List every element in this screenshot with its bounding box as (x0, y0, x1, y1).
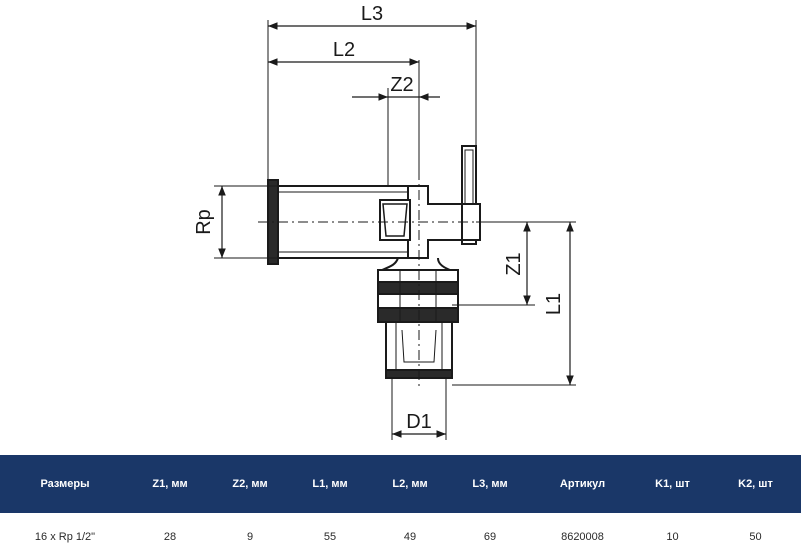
cell-article: 8620008 (561, 530, 604, 543)
header-z2: Z2, мм (232, 478, 268, 490)
header-l2: L2, мм (392, 478, 428, 490)
cell-z1: 28 (163, 530, 177, 543)
cell-k1: 10 (666, 530, 679, 543)
header-l1: L1, мм (312, 478, 348, 490)
dim-label-z2: Z2 (390, 74, 413, 96)
dim-label-l3: L3 (361, 3, 383, 25)
dim-label-d1: D1 (406, 411, 432, 433)
cell-l2: 49 (403, 530, 417, 543)
table-header-row: Размеры Z1, мм Z2, мм L1, мм L2, мм L3, … (0, 455, 801, 513)
cell-z2: 9 (246, 530, 254, 543)
dim-label-l2: L2 (333, 39, 355, 61)
header-z1: Z1, мм (152, 478, 188, 490)
header-k1: K1, шт (655, 478, 690, 490)
cell-size: 16 x Rp 1/2" (34, 530, 96, 543)
header-k2: K2, шт (738, 478, 773, 490)
dimension-lines (218, 22, 574, 438)
cell-k2: 50 (749, 530, 762, 543)
dim-label-rp: Rp (193, 209, 215, 235)
dim-label-z1: Z1 (503, 252, 525, 275)
dim-label-l1: L1 (543, 293, 565, 315)
header-sizes: Размеры (40, 478, 90, 490)
technical-drawing: L3 L2 Z2 Rp Z1 L1 D1 (193, 3, 576, 440)
header-article: Артикул (559, 478, 606, 490)
header-l3: L3, мм (472, 478, 508, 490)
cell-l1: 55 (323, 530, 337, 543)
cell-l3: 69 (483, 530, 497, 543)
spec-table: Размеры Z1, мм Z2, мм L1, мм L2, мм L3, … (0, 455, 801, 560)
fitting-outline (267, 145, 481, 379)
table-row: 16 x Rp 1/2" 28 9 55 49 69 8620008 10 50 (0, 513, 801, 560)
